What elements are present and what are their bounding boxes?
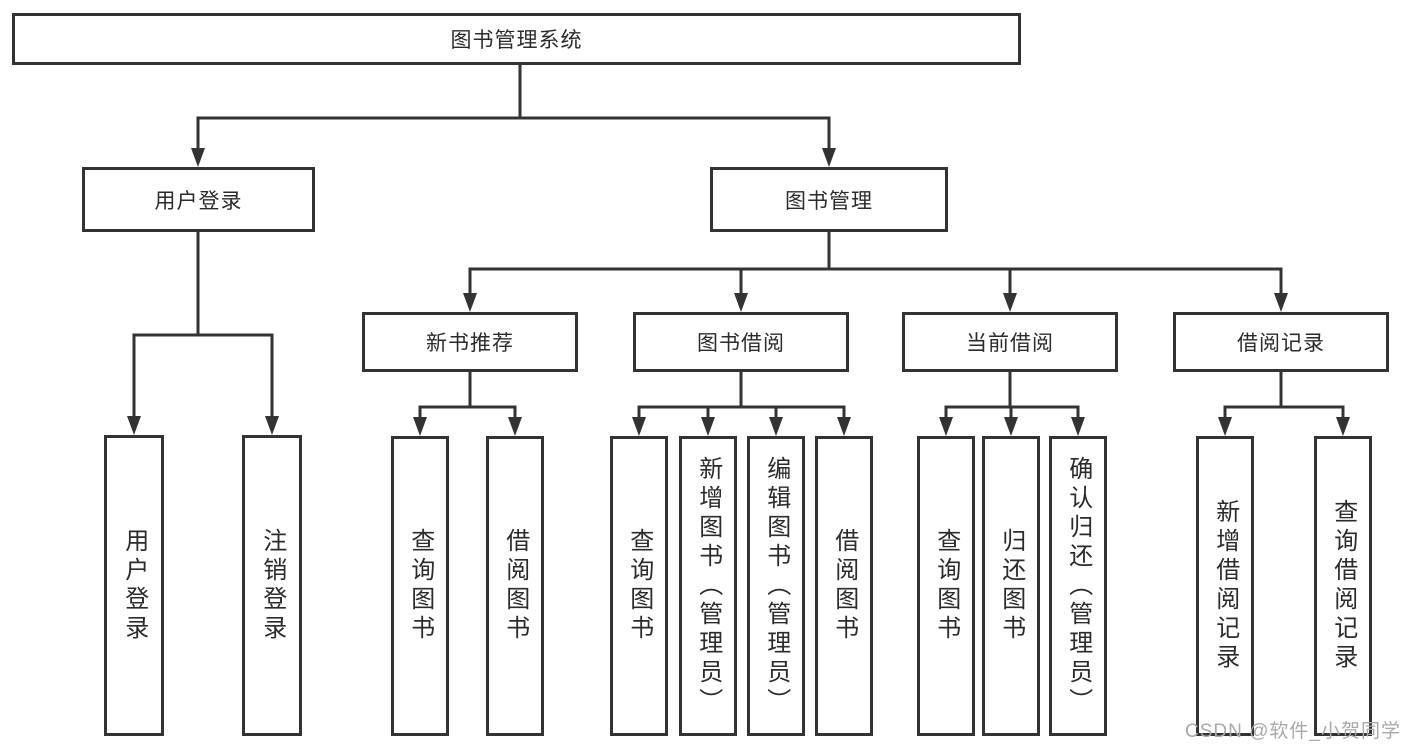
node-label: 借阅图书 <box>830 528 858 644</box>
node-root-system: 图书管理系统 <box>12 13 1021 65</box>
node-label: 查询图书 <box>406 528 434 644</box>
leaf-query-book-current: 查询图书 <box>917 436 975 736</box>
leaf-return-book: 归还图书 <box>982 436 1040 736</box>
leaf-query-book-recommend: 查询图书 <box>391 436 449 736</box>
node-label: 注销登录 <box>258 527 286 644</box>
node-label: 查询借阅记录 <box>1329 499 1357 673</box>
node-current-borrow: 当前借阅 <box>902 312 1118 372</box>
node-label: 新增图书（管理员） <box>694 455 722 717</box>
leaf-borrow-book-recommend: 借阅图书 <box>486 436 544 736</box>
leaf-confirm-return-admin: 确认归还（管理员） <box>1049 436 1107 736</box>
node-label: 用户登录 <box>120 527 148 644</box>
node-label: 查询图书 <box>932 528 960 644</box>
leaf-add-borrow-record: 新增借阅记录 <box>1196 436 1254 736</box>
leaf-borrow-book: 借阅图书 <box>815 436 873 736</box>
leaf-edit-book-admin: 编辑图书（管理员） <box>747 436 805 736</box>
node-label: 新书推荐 <box>426 332 514 355</box>
leaf-add-book-admin: 新增图书（管理员） <box>679 436 737 736</box>
node-borrow-records: 借阅记录 <box>1173 312 1389 372</box>
node-label: 图书管理 <box>785 189 873 213</box>
node-label: 确认归还（管理员） <box>1064 455 1092 717</box>
node-book-borrow: 图书借阅 <box>633 312 849 372</box>
leaf-query-borrow-record: 查询借阅记录 <box>1314 436 1372 736</box>
node-label: 当前借阅 <box>966 332 1054 355</box>
node-book-management: 图书管理 <box>710 167 948 232</box>
node-label: 归还图书 <box>997 528 1025 644</box>
node-label: 图书管理系统 <box>450 29 583 52</box>
leaf-logout: 注销登录 <box>242 435 302 736</box>
node-new-book-recommend: 新书推荐 <box>362 312 578 372</box>
node-label: 查询图书 <box>625 528 653 644</box>
node-user-login: 用户登录 <box>82 167 315 232</box>
csdn-watermark: CSDN @软件_小贺同学 <box>1185 721 1401 742</box>
leaf-user-login: 用户登录 <box>104 435 164 736</box>
node-label: 编辑图书（管理员） <box>762 455 790 717</box>
leaf-query-book-borrow: 查询图书 <box>610 436 668 736</box>
node-label: 图书借阅 <box>697 332 785 355</box>
node-label: 借阅记录 <box>1237 332 1325 355</box>
node-label: 借阅图书 <box>501 528 529 644</box>
node-label: 用户登录 <box>154 189 243 213</box>
node-label: 新增借阅记录 <box>1211 499 1239 673</box>
